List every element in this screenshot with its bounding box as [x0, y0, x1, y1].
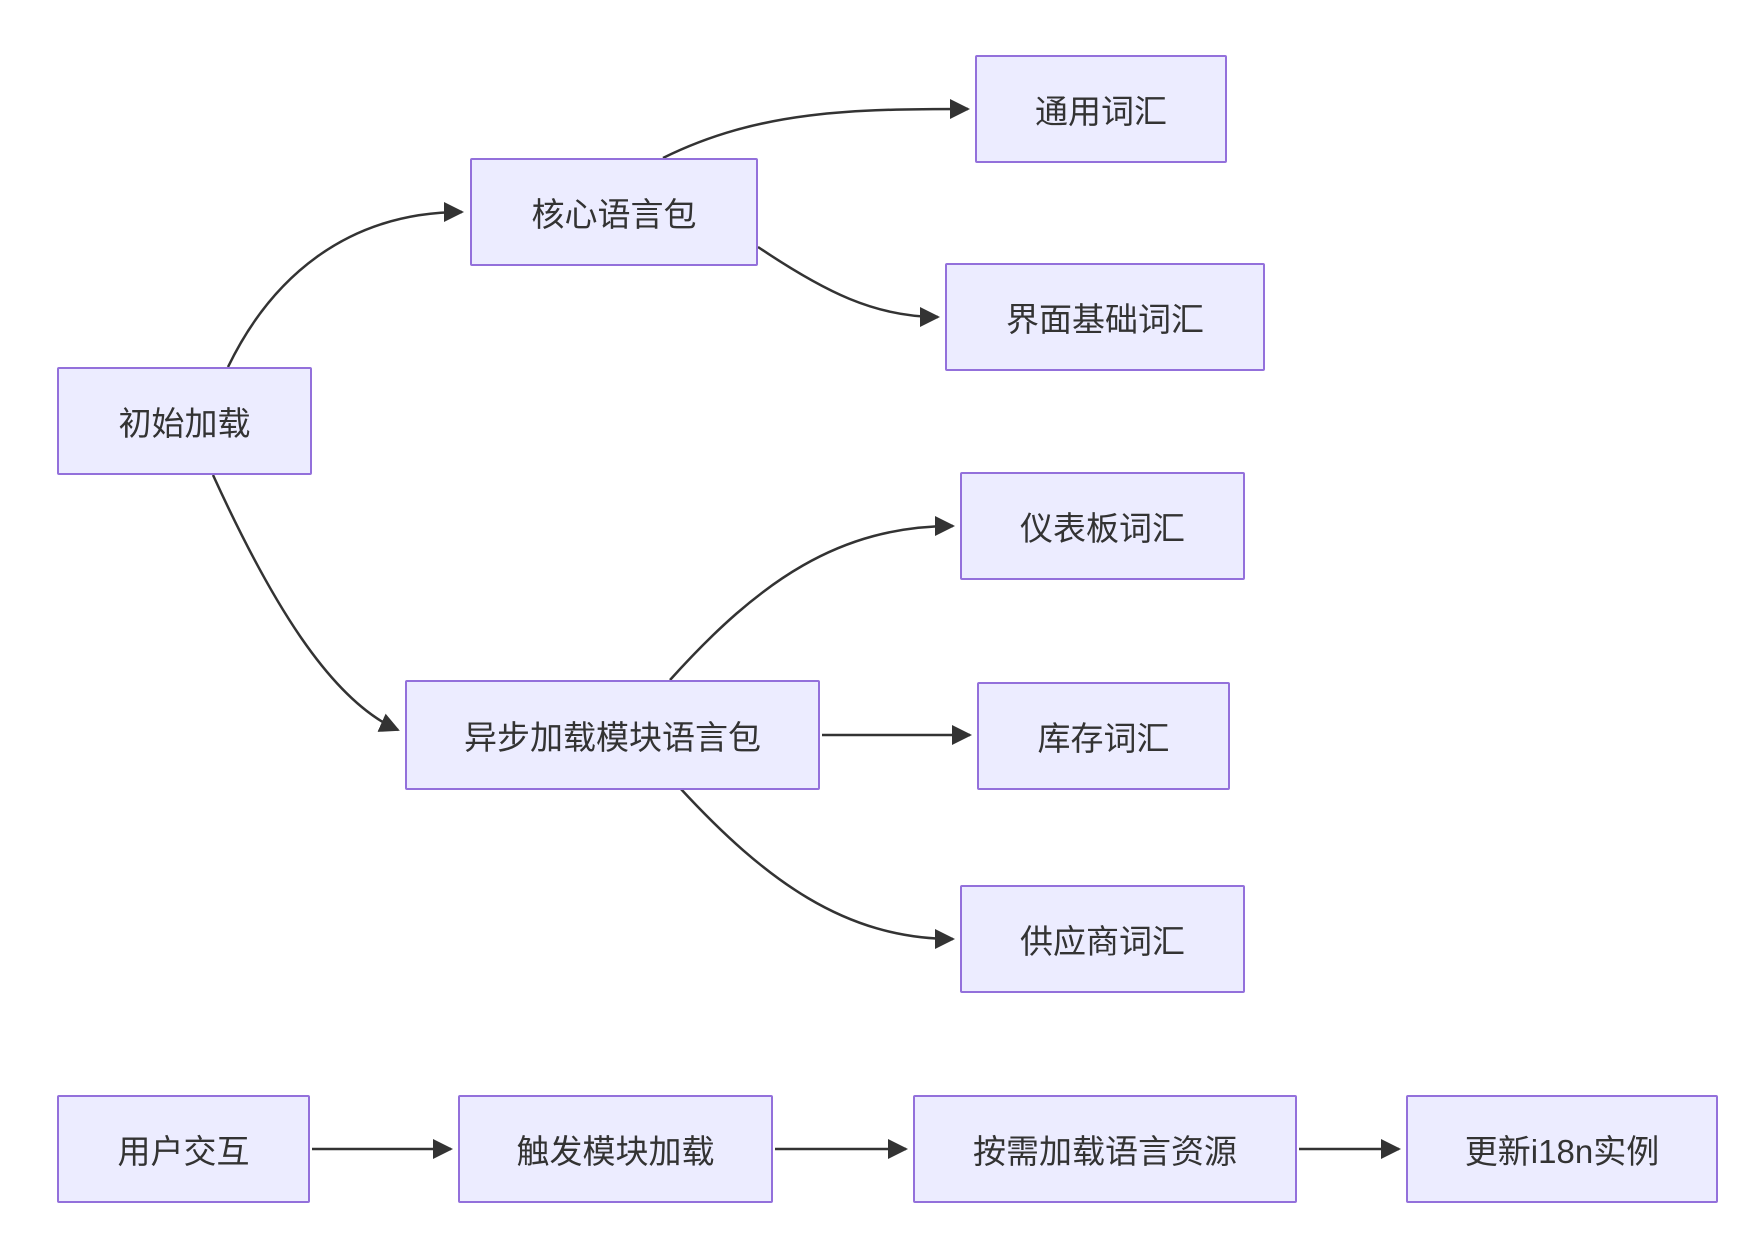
- node-supplier-vocab: 供应商词汇: [960, 885, 1245, 993]
- edge-async-to-dashboard: [669, 516, 955, 681]
- node-trigger-module-load: 触发模块加载: [458, 1095, 773, 1203]
- edge-initial-to-core: [226, 202, 464, 368]
- node-common-vocab: 通用词汇: [975, 55, 1227, 163]
- node-dashboard-vocab: 仪表板词汇: [960, 472, 1245, 580]
- edge-async-to-supplier: [679, 787, 955, 949]
- node-load-on-demand: 按需加载语言资源: [913, 1095, 1297, 1203]
- node-ui-base-vocab: 界面基础词汇: [945, 263, 1265, 371]
- node-async-module-pack: 异步加载模块语言包: [405, 680, 820, 790]
- node-update-i18n: 更新i18n实例: [1406, 1095, 1718, 1203]
- node-user-interaction: 用户交互: [57, 1095, 310, 1203]
- node-core-language-pack: 核心语言包: [470, 158, 758, 266]
- edge-core-to-uibase: [757, 245, 940, 327]
- node-inventory-vocab: 库存词汇: [977, 682, 1230, 790]
- edge-core-to-common: [662, 99, 970, 160]
- node-initial-load: 初始加载: [57, 367, 312, 475]
- edge-initial-to-async: [211, 474, 400, 732]
